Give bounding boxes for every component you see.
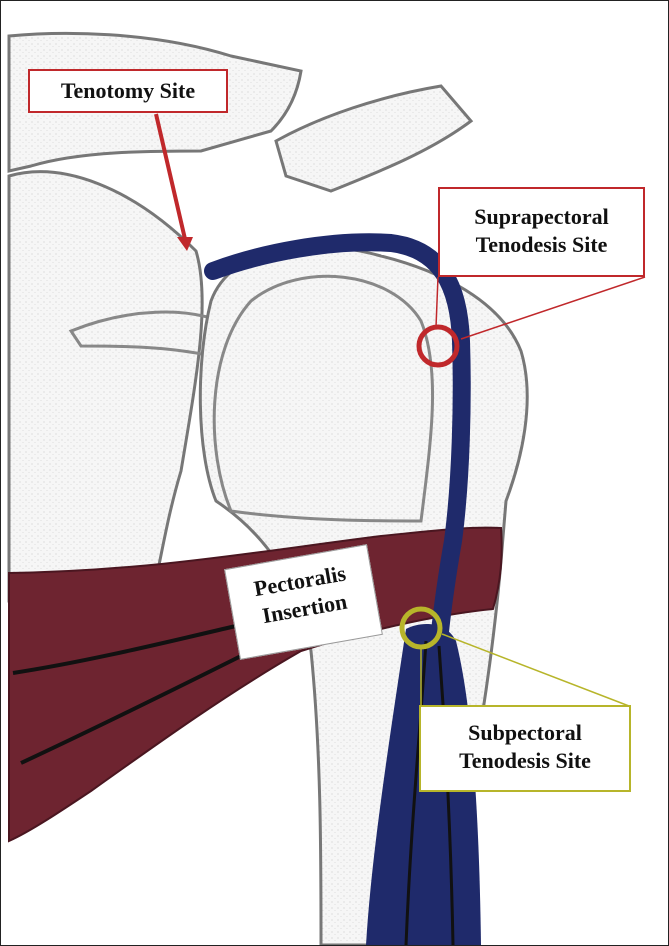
tenotomy-label-text: Tenotomy Site bbox=[30, 77, 226, 105]
subpectoral-label-line2: Tenodesis Site bbox=[421, 747, 629, 775]
subpectoral-label-line1: Subpectoral bbox=[421, 719, 629, 747]
tenotomy-site-label: Tenotomy Site bbox=[28, 69, 228, 113]
scapula-bone bbox=[9, 172, 202, 601]
suprapectoral-label-line1: Suprapectoral bbox=[440, 203, 643, 231]
clavicle-bone bbox=[276, 86, 471, 191]
suprapectoral-tenodesis-label: Suprapectoral Tenodesis Site bbox=[438, 187, 645, 277]
subpectoral-tenodesis-label: Subpectoral Tenodesis Site bbox=[419, 705, 631, 792]
suprapectoral-label-line2: Tenodesis Site bbox=[440, 231, 643, 259]
